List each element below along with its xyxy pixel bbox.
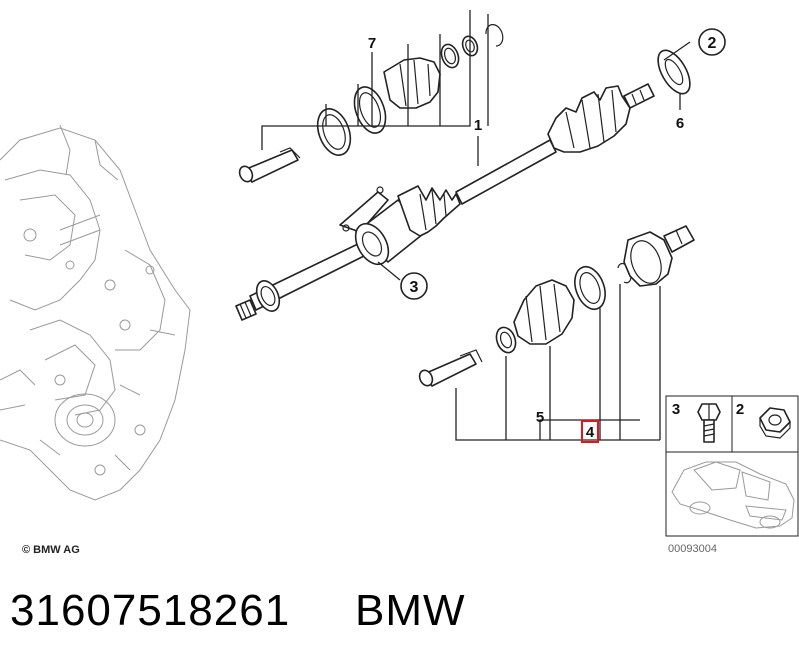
callout-3: 3: [410, 279, 419, 296]
callout-2-circled: 2: [698, 28, 726, 56]
callouts: 7 1 6 5 2 3 4: [368, 28, 726, 443]
nut-icon: [759, 407, 791, 439]
inset-label-bolt: 3: [672, 401, 680, 418]
bolt-icon: [697, 403, 721, 443]
callout-4: 4: [586, 424, 595, 441]
callout-2: 2: [708, 35, 717, 52]
brand-name: BMW: [355, 586, 466, 635]
leader-lines: [261, 10, 691, 441]
part-6-washer: [657, 49, 691, 95]
highlight-box: [581, 420, 599, 443]
callout-5: 5: [536, 409, 544, 426]
callout-6: 6: [676, 115, 684, 132]
inset-label-nut: 2: [736, 401, 744, 418]
callout-1: 1: [474, 117, 482, 134]
repair-kit-7: [238, 24, 504, 183]
copyright-notice: © BMW AG: [22, 544, 80, 556]
repair-kit-5: [418, 225, 695, 387]
transmission-housing: [0, 124, 191, 501]
car-thumbnail-icon: [671, 461, 795, 529]
callout-3-circled: 3: [400, 272, 428, 300]
image-number: 00093004: [668, 543, 717, 555]
callout-7: 7: [368, 35, 376, 52]
part-number: 31607518261: [10, 586, 291, 635]
main-driveshaft: [235, 83, 655, 321]
callout-4-highlighted: 4: [581, 420, 599, 443]
hardware-inset: 3 2 00093004: [665, 395, 799, 555]
